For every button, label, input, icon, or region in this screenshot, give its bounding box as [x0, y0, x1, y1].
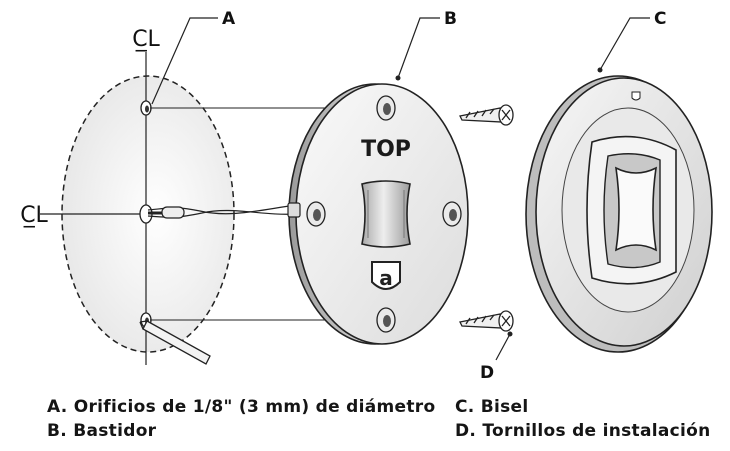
- callout-b: B: [395, 9, 457, 81]
- top-label: TOP: [361, 137, 411, 162]
- legend-item-d: D. Tornillos de instalación: [455, 421, 711, 441]
- centerline-symbol-left: C̲L: [20, 203, 48, 228]
- callout-a: A: [151, 9, 236, 105]
- brand-logo: a: [371, 261, 401, 290]
- bezel: [525, 75, 713, 353]
- svg-text:C: C: [654, 9, 666, 29]
- rotary-knob: [361, 180, 411, 248]
- frame-wire-stub: [287, 202, 301, 218]
- svg-text:A: A: [222, 9, 236, 29]
- screw-bottom: [459, 310, 514, 332]
- wall-hole-top: [140, 100, 152, 116]
- frame-hole-bottom: [376, 307, 396, 333]
- legend-item-c: C. Bisel: [455, 397, 529, 417]
- frame-hole-left: [306, 201, 326, 227]
- frame-hole-right: [442, 201, 462, 227]
- callout-d: D: [480, 331, 513, 383]
- screw-top: [459, 104, 514, 126]
- legend-item-b: B. Bastidor: [47, 421, 157, 441]
- bezel-logo: [631, 91, 641, 101]
- pencil: [139, 320, 211, 365]
- frame-hole-top: [376, 95, 396, 121]
- svg-text:a: a: [379, 266, 393, 290]
- svg-text:B: B: [444, 9, 457, 29]
- legend-item-a: A. Orificios de 1/8" (3 mm) de diámetro: [47, 397, 436, 417]
- svg-text:D: D: [480, 363, 494, 383]
- centerline-symbol-top: C̲L: [132, 27, 160, 52]
- wires: [147, 204, 297, 219]
- callout-c: C: [597, 9, 666, 73]
